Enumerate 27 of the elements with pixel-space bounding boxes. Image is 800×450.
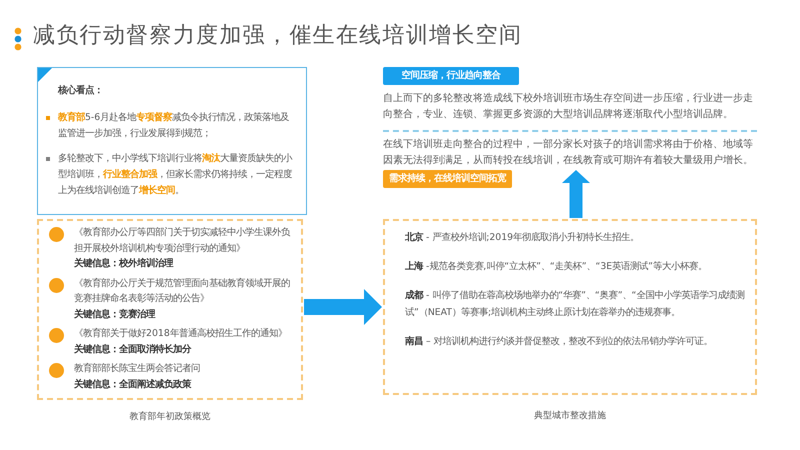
bullet-text: 多轮整改下，中小学线下培训行业将淘汰大量资质缺失的小型培训班，行业整合加强，但家长需求仍将持续，一定程度上为在线培训创造了增长空间。	[58, 152, 294, 198]
city-measures-panel	[383, 219, 757, 395]
document-title: 教育部部长陈宝生两会答记者问	[74, 362, 200, 376]
bullet-text: 教育部5-6月赴各地专项督察减负令执行情况，政策落地及监管进一步加强，行业发展得到规范；	[58, 110, 290, 141]
panel-caption: 教育部年初政策概览	[130, 411, 210, 424]
document-title: 《教育部办公厅等四部门关于切实减轻中小学生课外负担开展校外培训机构专项治理行动的通知》	[74, 226, 292, 256]
city-measure-text: 南昌 – 对培训机构进行约谈并督促整改，整改不到位的依法吊销办学许可证。	[405, 335, 714, 349]
panel-caption: 典型城市整改措施	[534, 410, 606, 423]
key-info-text: 关键信息：全面阐述减负政策	[74, 378, 192, 392]
city-measure-text: 北京 - 严查校外培训;2019年彻底取消小升初特长生招生。	[405, 230, 640, 245]
paragraph-text: 自上而下的多轮整改将造成线下校外培训班市场生存空间进一步压缩，行业进一步走向整合，专业、连锁、掌握更多资源的大型培训品牌将逐渐取代小型培训品牌。	[383, 92, 754, 122]
key-info-text: 关键信息：竞赛治理	[74, 308, 156, 322]
paragraph-text: 在线下培训班走向整合的过程中，一部分家长对孩子的培训需求将由于价格、地域等因素无法得到满足，从而转投在线培训，在线教育或可期许有着较大量级用户增长。	[383, 137, 757, 169]
arrow	[304, 289, 382, 325]
city-measure-text: 成都 - 叫停了借助在蓉高校场地举办的“华赛”、“奥赛”、“全国中小学英语学习成绩测试”（NEAT）等赛事;培训机构主动终止原计划在蓉举办的违规赛事。	[405, 289, 745, 320]
summary-panel	[37, 67, 307, 215]
policy-list-panel	[37, 219, 303, 400]
city-measure-text: 上海 -规范各类竞赛,叫停“立太杯”、“走美杯”、“3E英语测试”等大小杯赛。	[405, 260, 708, 274]
document-title: 《教育部办公厅关于规范管理面向基础教育领域开展的竞赛挂牌命名表彰等活动的公告》	[74, 276, 291, 306]
key-info-text: 关键信息：校外培训治理	[74, 256, 174, 271]
section-heading-tag: 空间压缩，行业趋向整合	[383, 67, 519, 85]
section-heading-tag: 需求持续，在线培训空间拓宽	[383, 170, 512, 188]
slide-title: 减负行动督察力度加强，催生在线培训增长空间	[33, 22, 522, 50]
arrow	[562, 170, 590, 218]
key-info-text: 关键信息：全面取消特长加分	[74, 342, 192, 356]
document-title: 《教育部关于做好2018年普通高校招生工作的通知》	[74, 326, 287, 341]
panel-heading: 核心看点：	[58, 84, 104, 98]
